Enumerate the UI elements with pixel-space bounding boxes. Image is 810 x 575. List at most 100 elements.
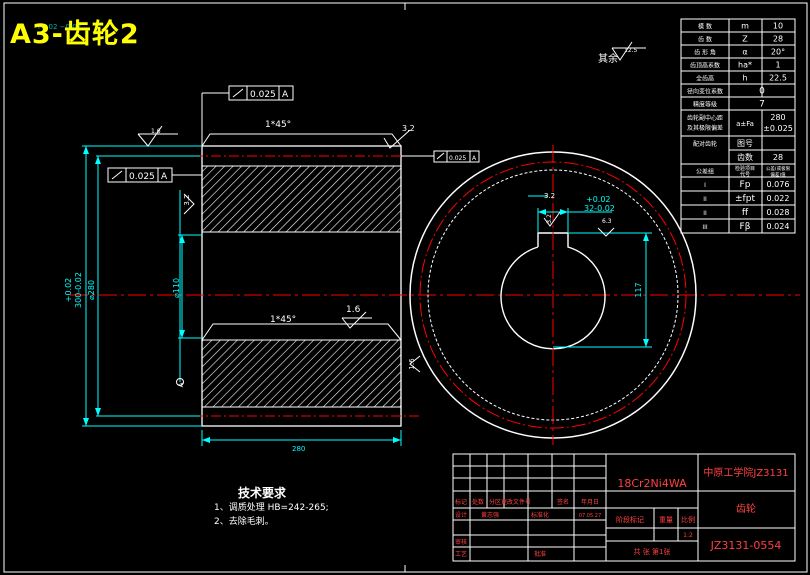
faint-tolerance-note: +0.02 −0.02 [36,23,81,31]
face-width-dim: 280 [292,445,305,453]
tb-header: 标记 [455,498,467,506]
param-symbol: a±Fa [736,120,754,128]
runout-top-datum: A [282,90,289,100]
drawing-title: A3-齿轮2 [10,19,140,50]
hatch-lower [202,340,401,407]
part-name: 齿轮 [736,502,756,515]
param-value: 10 [773,22,783,31]
tb-scale-value: 1:2 [683,532,693,539]
param-name: 及其极限偏差 [687,124,723,132]
param-symbol: 代号 [740,171,750,178]
param-value: 0.024 [767,222,790,231]
tech-req-item-1: 1、调质处理 HB=242-265; [214,503,329,513]
param-name: 齿顶高系数 [690,62,720,70]
drawing-number: JZ3131-0554 [710,539,782,552]
param-value: ±0.025 [763,124,793,133]
keyway-rough-2: 3.2 [546,214,553,224]
param-value: 28 [773,35,783,44]
tb-approve: 批准 [534,550,546,558]
param-name: II [703,196,707,203]
keyway-rough-1: 3.2 [544,192,555,200]
tb-header: 更改文件号 [501,498,531,506]
runout-frame-top [201,85,294,146]
runout-frame-right [401,150,480,163]
keyway-depth-dim: 117 [634,282,643,297]
roughness-top-right: 3.2 [402,124,415,133]
roughness-top-left: 1.6 [151,128,161,135]
roughness-note-value: 12.5 [624,47,638,54]
runout-left-value: 0.025 [129,172,155,182]
tb-review: 审核 [455,538,467,546]
dimensions-right [528,195,652,348]
tb-scale: 比例 [681,515,695,524]
param-name: 精度等级 [693,101,717,109]
tech-req-item-2: 2、去除毛刺。 [214,517,274,527]
rotated-dimension-text: +0.02 300-0.02 ⌀280 ⌀110 117 3.2 1.6 3.2… [64,194,643,387]
front-view [409,145,697,445]
outer-dia-dim: 300-0.02 [74,272,83,308]
runout-right-datum: A [472,155,477,162]
title-block-text: 18Cr2Ni4WA中原工学院JZ3131齿轮JZ3131-0554标记处数分区… [455,466,789,558]
tb-date: 07.05.27 [579,513,601,519]
runout-top-value: 0.025 [250,90,276,100]
hatch-upper [202,166,401,232]
param-name: 模 数 [698,23,712,31]
param-value: 偏差)值 [770,171,786,178]
school-name: 中原工学院JZ3131 [703,466,788,479]
param-symbol: α [742,48,747,57]
keyway-tol: +0.02 [586,195,611,204]
dimension-text: 1*45° 1*45° 0.025 A 0.025 A 0.025 A 1.6 … [36,23,638,453]
param-name: 齿 数 [698,36,712,44]
tb-header: 分区 [489,498,501,506]
tb-sheets: 共 张 第1张 [634,547,671,556]
roughness-right: 1.6 [408,358,416,370]
datum-A-marker [176,378,184,386]
param-name: 公差组 [696,168,714,176]
section-view [175,133,420,427]
param-symbol: ±fpt [735,194,755,204]
datum-A-letter: A [177,382,185,387]
bore-dia-dim: ⌀110 [172,278,181,298]
param-value: 0.076 [767,180,790,189]
param-name: 齿 形 角 [694,49,716,57]
dim-arrows-right [538,209,649,347]
outer-dia-tol: +0.02 [64,278,73,303]
param-symbol: h [742,74,747,83]
keyway-width-dim: 32-0.02 [584,204,615,213]
bore-keyway [500,232,606,350]
material: 18Cr2Ni4WA [617,477,687,490]
chamfer-mid-label: 1*45° [270,315,296,325]
tb-weight: 重量 [659,516,673,524]
param-name: 配对齿轮 [693,140,717,148]
param-value: 7 [759,100,765,110]
tb-design: 设计 [455,511,467,519]
param-name: II [703,210,707,217]
runout-left-datum: A [161,172,168,182]
param-symbol: Fβ [740,222,751,232]
roughness-note-label: 其余 [598,52,618,65]
param-symbol: Fp [740,180,751,190]
param-name: 全齿高 [696,75,714,83]
param-value: 0.028 [767,208,790,217]
param-symbol: ha* [738,61,752,70]
runout-frame-left [107,167,202,183]
param-symbol: 齿数 [737,152,753,162]
param-name: 齿轮副中心距 [687,114,723,122]
param-name: III [702,224,708,231]
tb-header: 年月日 [581,498,599,506]
dim-arrows [83,146,401,443]
title-block-grid [452,453,796,562]
param-value: 20° [771,48,785,57]
param-value: 280 [770,113,785,122]
tb-standardize: 标准化 [531,511,549,519]
tb-header: 签名 [557,498,569,506]
tb-stage-mark: 阶段标记 [616,515,644,524]
param-name: I [704,182,706,189]
param-value: 28 [773,153,783,162]
roughness-symbols [137,41,646,373]
param-symbol: 图号 [737,139,753,148]
body-outline [201,145,402,427]
param-symbol: ff [742,208,749,218]
